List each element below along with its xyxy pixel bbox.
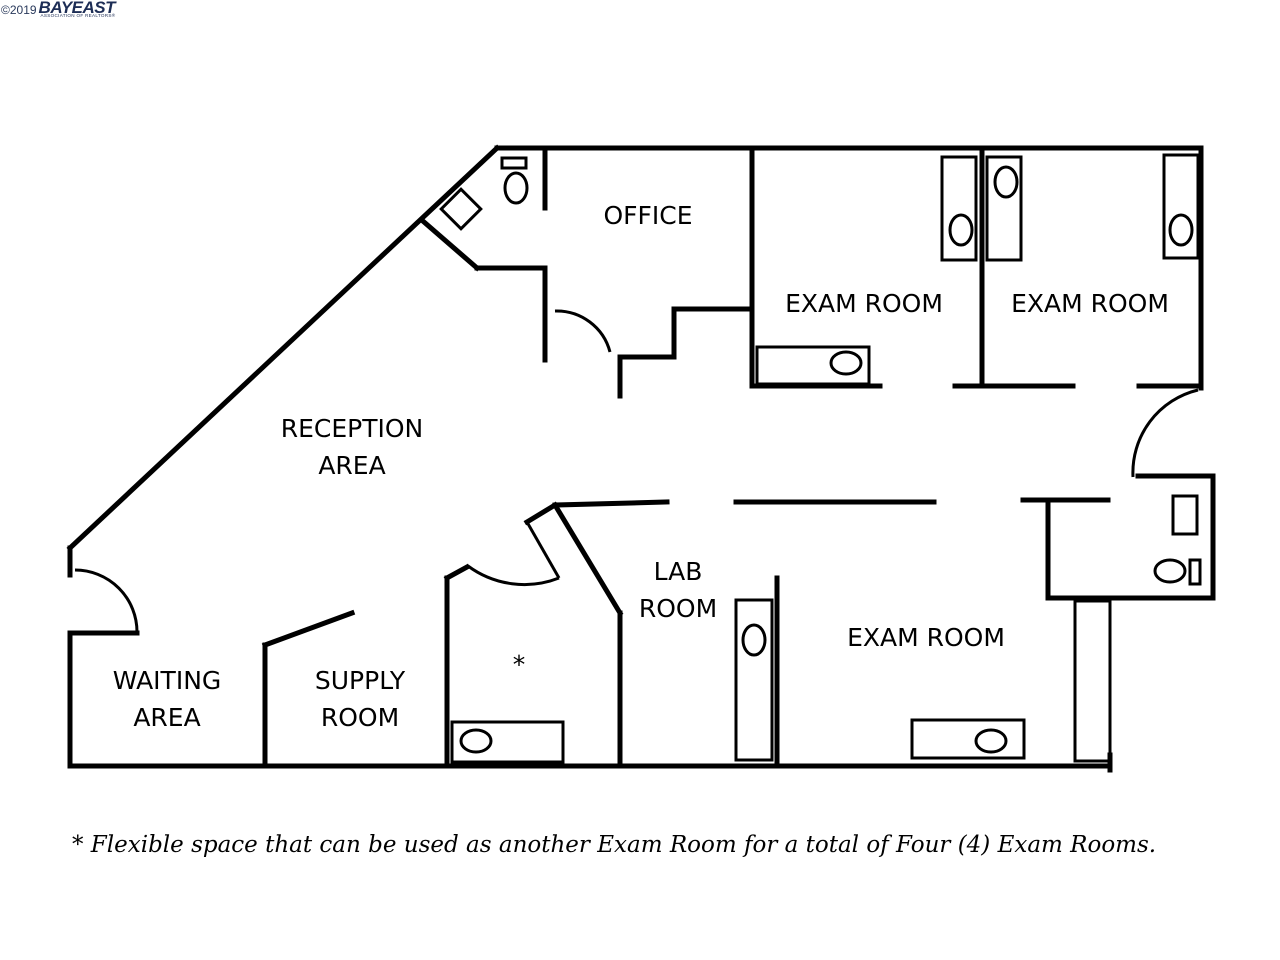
- flex-door-icon: [467, 564, 560, 586]
- exam-room-3-label: EXAM ROOM: [847, 623, 1005, 652]
- exam-room-1-label: EXAM ROOM: [785, 289, 943, 318]
- bayeast-logo: BAYEAST ASSOCIATION OF REALTORS®: [39, 0, 121, 20]
- outer-walls: [66, 144, 1216, 769]
- copyright-watermark: ©2019 BAYEAST ASSOCIATION OF REALTORS®: [0, 0, 121, 20]
- supply-label-line2: ROOM: [321, 703, 399, 732]
- supply-label-line1: SUPPLY: [315, 666, 406, 695]
- lab-label-line2: ROOM: [639, 594, 717, 623]
- logo-brand: BAYEAST: [38, 0, 116, 17]
- cabinet-icon: [1162, 153, 1200, 260]
- copyright-year: ©2019: [1, 3, 37, 17]
- sink-icon: [1168, 213, 1194, 247]
- office-restroom: [420, 145, 548, 272]
- hall-restroom: [1045, 494, 1216, 601]
- exam-room-2-fixtures: [979, 145, 1204, 478]
- pillow-icon: [974, 728, 1008, 754]
- logo-tagline: ASSOCIATION OF REALTORS®: [40, 13, 116, 18]
- pillow-icon: [459, 728, 493, 754]
- toilet-icon: [503, 171, 529, 205]
- sink-icon: [500, 156, 528, 170]
- waiting-label-line1: WAITING: [113, 666, 222, 695]
- toilet-icon: [1153, 558, 1187, 584]
- waiting-label-line2: AREA: [133, 703, 200, 732]
- lab-label-line1: LAB: [654, 557, 703, 586]
- exam-table-icon: [450, 720, 565, 764]
- sink-icon: [741, 623, 767, 657]
- exam-room-2-label: EXAM ROOM: [1011, 289, 1169, 318]
- cabinet-icon: [1073, 599, 1112, 763]
- flex-room-marker: *: [513, 650, 526, 679]
- office-label: OFFICE: [603, 201, 692, 230]
- office-walls: [542, 145, 755, 399]
- office-door-icon: [554, 309, 612, 353]
- hall-door-icon: [1131, 388, 1199, 478]
- exam-room-3-fixtures: [734, 575, 1113, 773]
- exam-table-icon: [910, 718, 1026, 760]
- entry-door-icon: [74, 568, 139, 633]
- tank-icon: [1188, 558, 1202, 586]
- sink-icon: [1171, 494, 1199, 536]
- exam-room-1-fixtures: [749, 155, 1076, 389]
- cabinet-icon: [734, 598, 774, 762]
- reception-label-line1: RECEPTION: [281, 414, 424, 443]
- hallway-walls: [552, 497, 1111, 508]
- flex-room-walls: *: [443, 501, 624, 769]
- counter-icon: [439, 187, 483, 231]
- waiting-supply-walls: [67, 568, 356, 769]
- sink-icon: [948, 213, 974, 247]
- cabinet-icon: [940, 155, 978, 262]
- pillow-icon: [829, 350, 863, 376]
- sink-icon: [993, 165, 1019, 199]
- footnote: * Flexible space that can be used as ano…: [72, 832, 1157, 858]
- reception-label-line2: AREA: [318, 451, 385, 480]
- cabinet-icon: [985, 155, 1023, 262]
